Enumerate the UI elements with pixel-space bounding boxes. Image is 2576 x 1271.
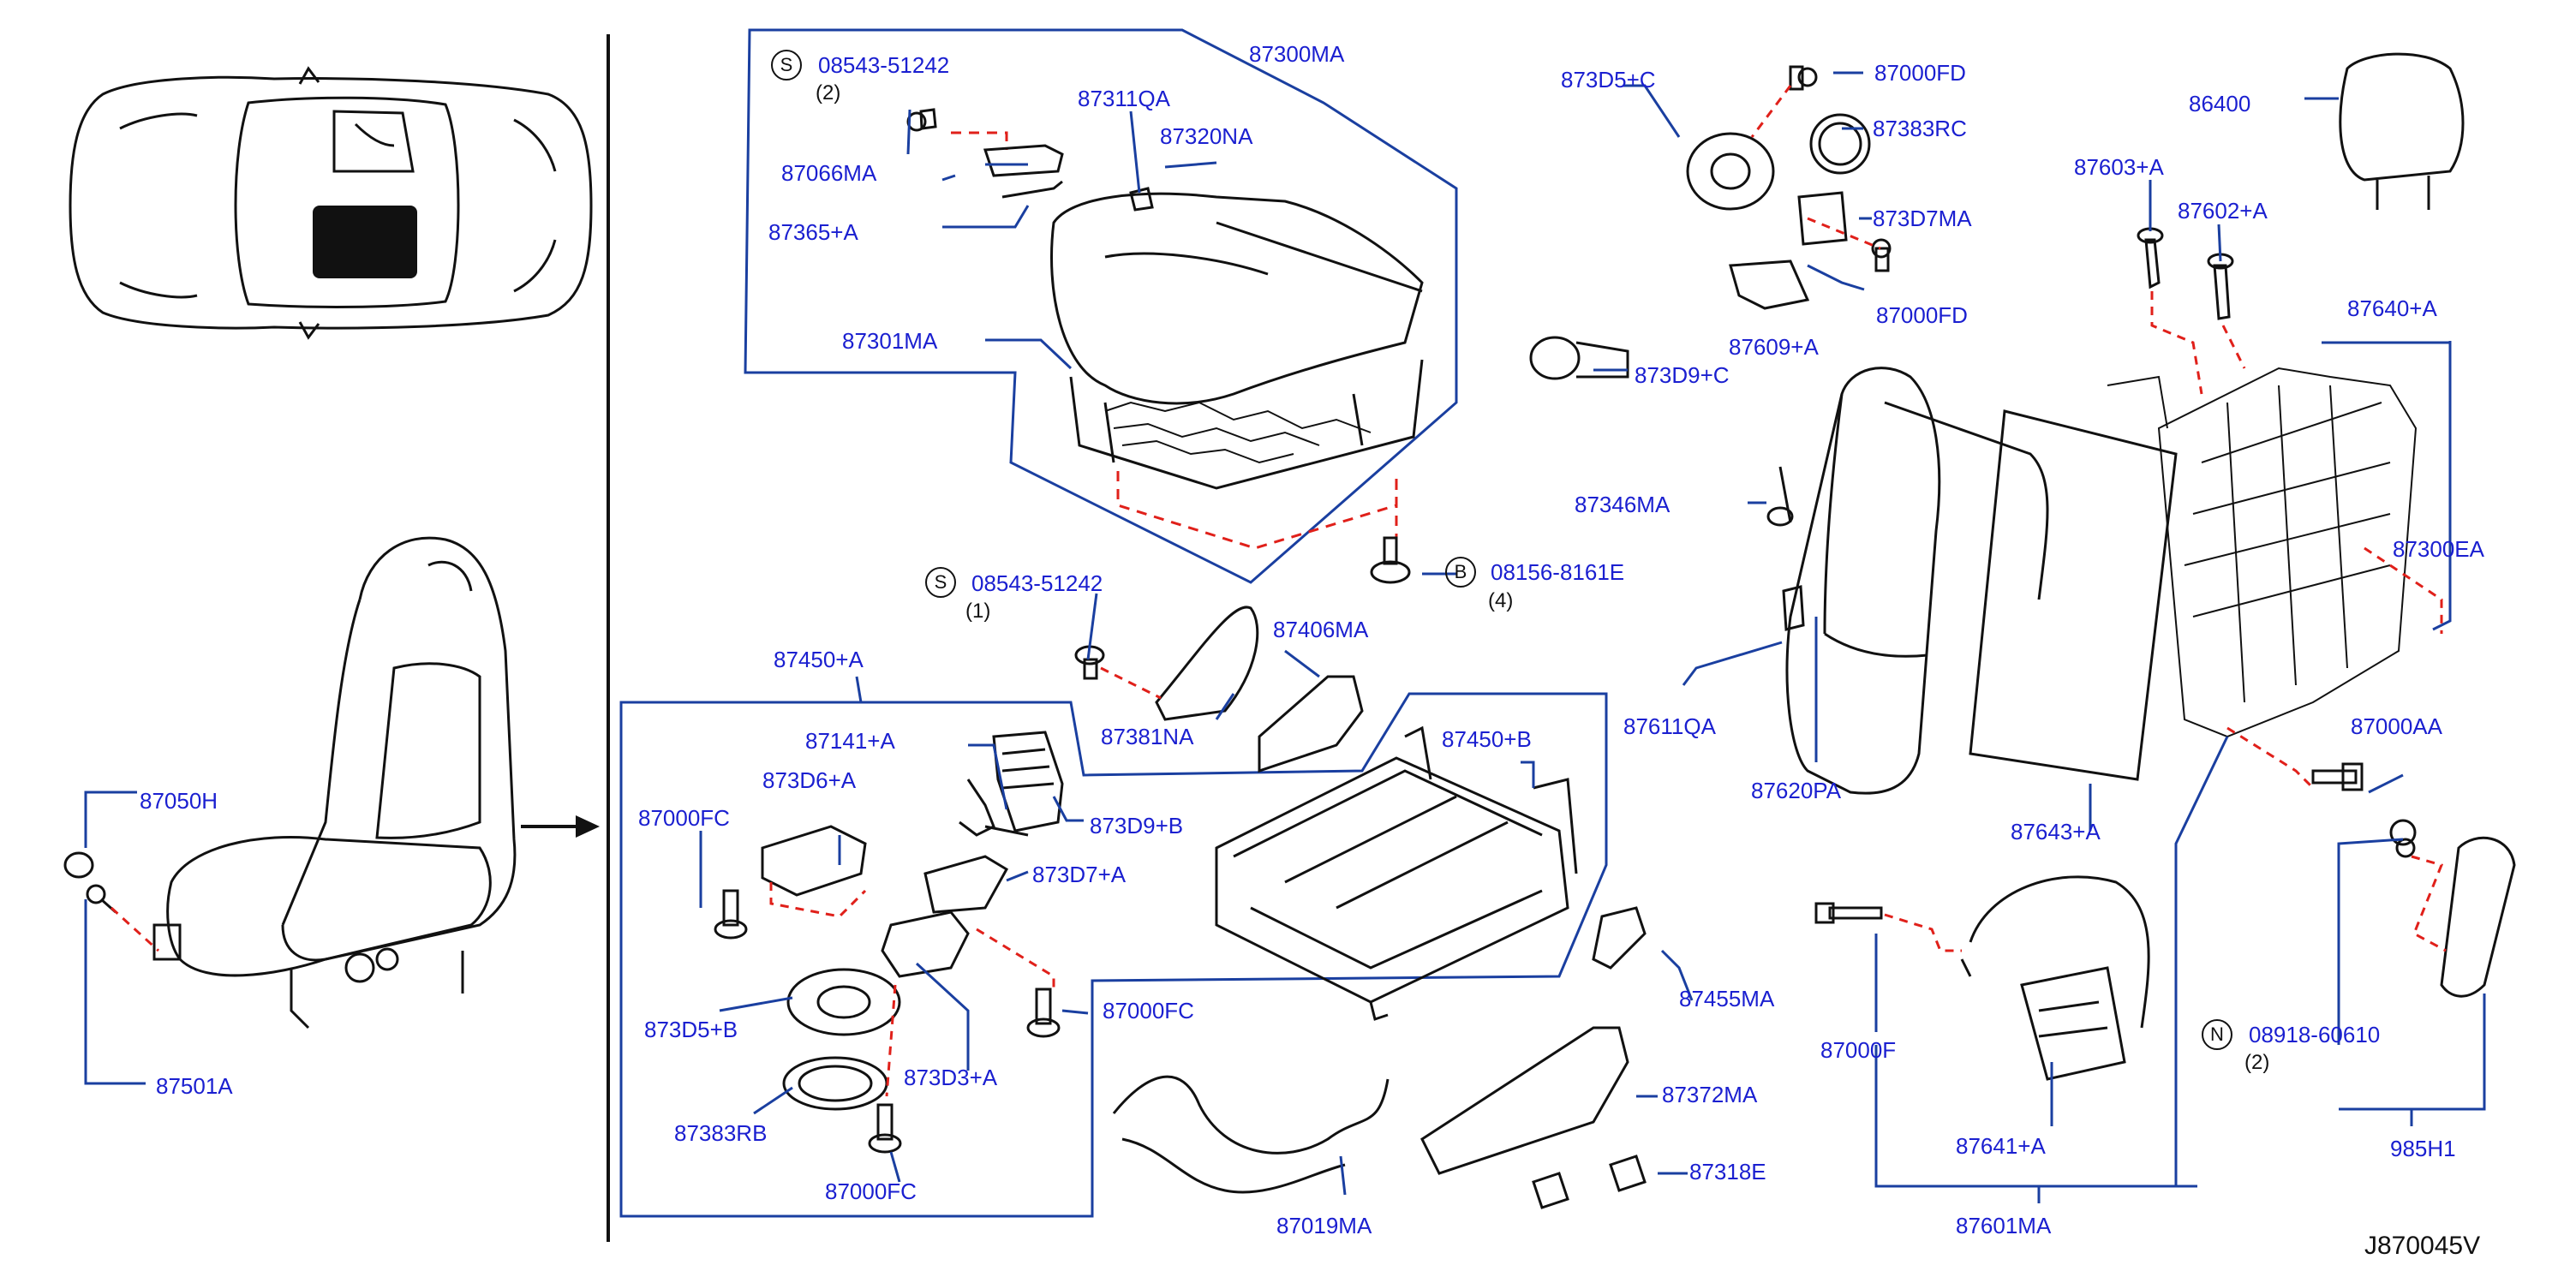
label-87641A: 87641+A	[1956, 1133, 2046, 1159]
headrest-illustration	[2339, 52, 2465, 210]
badge-s-fastener: S	[771, 50, 802, 81]
label-87450B: 87450+B	[1442, 726, 1532, 752]
label-87450A: 87450+A	[774, 647, 864, 672]
label-985H1: 985H1	[2390, 1136, 2456, 1161]
dashed-links-cushion	[951, 131, 1398, 550]
label-87383RC: 87383RC	[1873, 116, 1967, 141]
label-86400: 86400	[2189, 91, 2251, 116]
label-873D7A: 873D7+A	[1032, 862, 1127, 887]
label-873D9C: 873D9+C	[1635, 362, 1730, 388]
qty-08156-8161E: (4)	[1488, 589, 1514, 612]
label-87300MA: 87300MA	[1249, 41, 1345, 67]
label-87066MA: 87066MA	[781, 160, 877, 186]
qty-08918-60610: (2)	[2244, 1051, 2270, 1074]
label-08543-51242-a: 08543-51242	[818, 52, 950, 78]
label-87050H: 87050H	[140, 788, 218, 814]
badge-b-fastener: B	[1445, 557, 1476, 588]
label-87643A: 87643+A	[2011, 819, 2101, 844]
label-873D3A: 873D3+A	[904, 1065, 998, 1090]
label-873D5C: 873D5+C	[1561, 67, 1656, 92]
label-87611QA: 87611QA	[1623, 713, 1716, 739]
label-87501A: 87501A	[156, 1073, 233, 1099]
label-87346MA: 87346MA	[1575, 492, 1671, 517]
dashed-link	[1100, 666, 1162, 700]
adjuster-assembly-outline	[619, 692, 1608, 1218]
label-87383RB: 87383RB	[674, 1120, 768, 1146]
label-87000AA: 87000AA	[2351, 713, 2442, 739]
dashed-links-adjuster	[769, 882, 1055, 1097]
label-87000F: 87000F	[1820, 1037, 1897, 1063]
bracket-parts	[906, 108, 1154, 212]
dashed-links-recliner	[1750, 85, 1881, 250]
label-87320NA: 87320NA	[1160, 123, 1253, 149]
bolt-08156	[1370, 536, 1411, 584]
label-87602A: 87602+A	[2178, 198, 2268, 224]
label-87365A: 87365+A	[768, 219, 858, 245]
label-87000FD-bottom: 87000FD	[1876, 302, 1968, 328]
badge-n-fastener: N	[2202, 1019, 2232, 1050]
adjuster-parts-illustration	[714, 731, 1064, 1154]
label-87603A: 87603+A	[2074, 154, 2164, 180]
car-top-view-illustration	[69, 66, 593, 340]
cushion-frame-illustration	[1104, 401, 1372, 464]
label-87640A: 87640+A	[2347, 295, 2437, 321]
label-87000FC-c: 87000FC	[825, 1179, 917, 1204]
label-87000FC-b: 87000FC	[1103, 998, 1194, 1023]
recliner-parts-illustration	[1529, 65, 1892, 527]
label-87609A: 87609+A	[1729, 334, 1819, 360]
direction-arrow	[521, 815, 600, 838]
qty-08543-51242-a: (2)	[816, 81, 841, 104]
seat-location-highlight	[313, 206, 417, 278]
label-87311QA: 87311QA	[1078, 86, 1170, 111]
label-87406MA: 87406MA	[1273, 617, 1369, 642]
label-87300EA: 87300EA	[2393, 536, 2484, 562]
label-87301MA: 87301MA	[842, 328, 938, 354]
label-873D6A: 873D6+A	[762, 767, 857, 793]
label-873D9B: 873D9+B	[1090, 813, 1184, 838]
side-airbag-illustration	[2389, 819, 2516, 998]
label-873D5B: 873D5+B	[644, 1017, 738, 1042]
label-873D7MA: 873D7MA	[1873, 206, 1972, 231]
lumbar-support-illustration	[1814, 875, 2150, 1081]
label-87372MA: 87372MA	[1662, 1082, 1758, 1107]
bolt-87000AA	[2311, 762, 2364, 791]
dashed-link	[110, 906, 160, 952]
label-08543-51242-b: 08543-51242	[971, 570, 1103, 596]
cushion-assembly-outline	[744, 28, 1458, 584]
complete-seat-illustration	[166, 536, 517, 1029]
label-87000FD-top: 87000FD	[1874, 60, 1966, 86]
diagram-code: J870045V	[2364, 1232, 2481, 1260]
leader-lines	[84, 71, 2486, 1203]
dashed-links-back	[2150, 291, 2443, 790]
dashed-link	[2411, 855, 2447, 952]
qty-08543-51242-b: (1)	[965, 600, 991, 623]
label-08918-60610: 08918-60610	[2249, 1022, 2381, 1047]
harness-and-covers	[1112, 906, 1647, 1209]
label-87318E: 87318E	[1689, 1159, 1766, 1184]
bracket-87611QA	[1782, 585, 1805, 631]
dashed-link	[1884, 913, 1962, 952]
label-87601MA: 87601MA	[1956, 1213, 2052, 1238]
label-87620PA: 87620PA	[1751, 778, 1842, 803]
label-87381NA: 87381NA	[1101, 724, 1194, 749]
label-87455MA: 87455MA	[1679, 986, 1775, 1011]
seat-back-frame-illustration	[2107, 367, 2418, 738]
seat-back-illustration	[1785, 367, 2178, 795]
label-87000FC-a: 87000FC	[638, 805, 730, 831]
label-87019MA: 87019MA	[1276, 1213, 1372, 1238]
seat-cushion-illustration	[1050, 192, 1424, 490]
seat-track-frame-illustration	[1215, 725, 1578, 1021]
seat-side-bolt-parts	[63, 851, 182, 961]
label-08156-8161E: 08156-8161E	[1491, 559, 1625, 585]
label-87141A: 87141+A	[805, 728, 895, 754]
badge-s-fastener-2: S	[925, 567, 956, 598]
side-bracket-parts	[1074, 606, 1364, 773]
